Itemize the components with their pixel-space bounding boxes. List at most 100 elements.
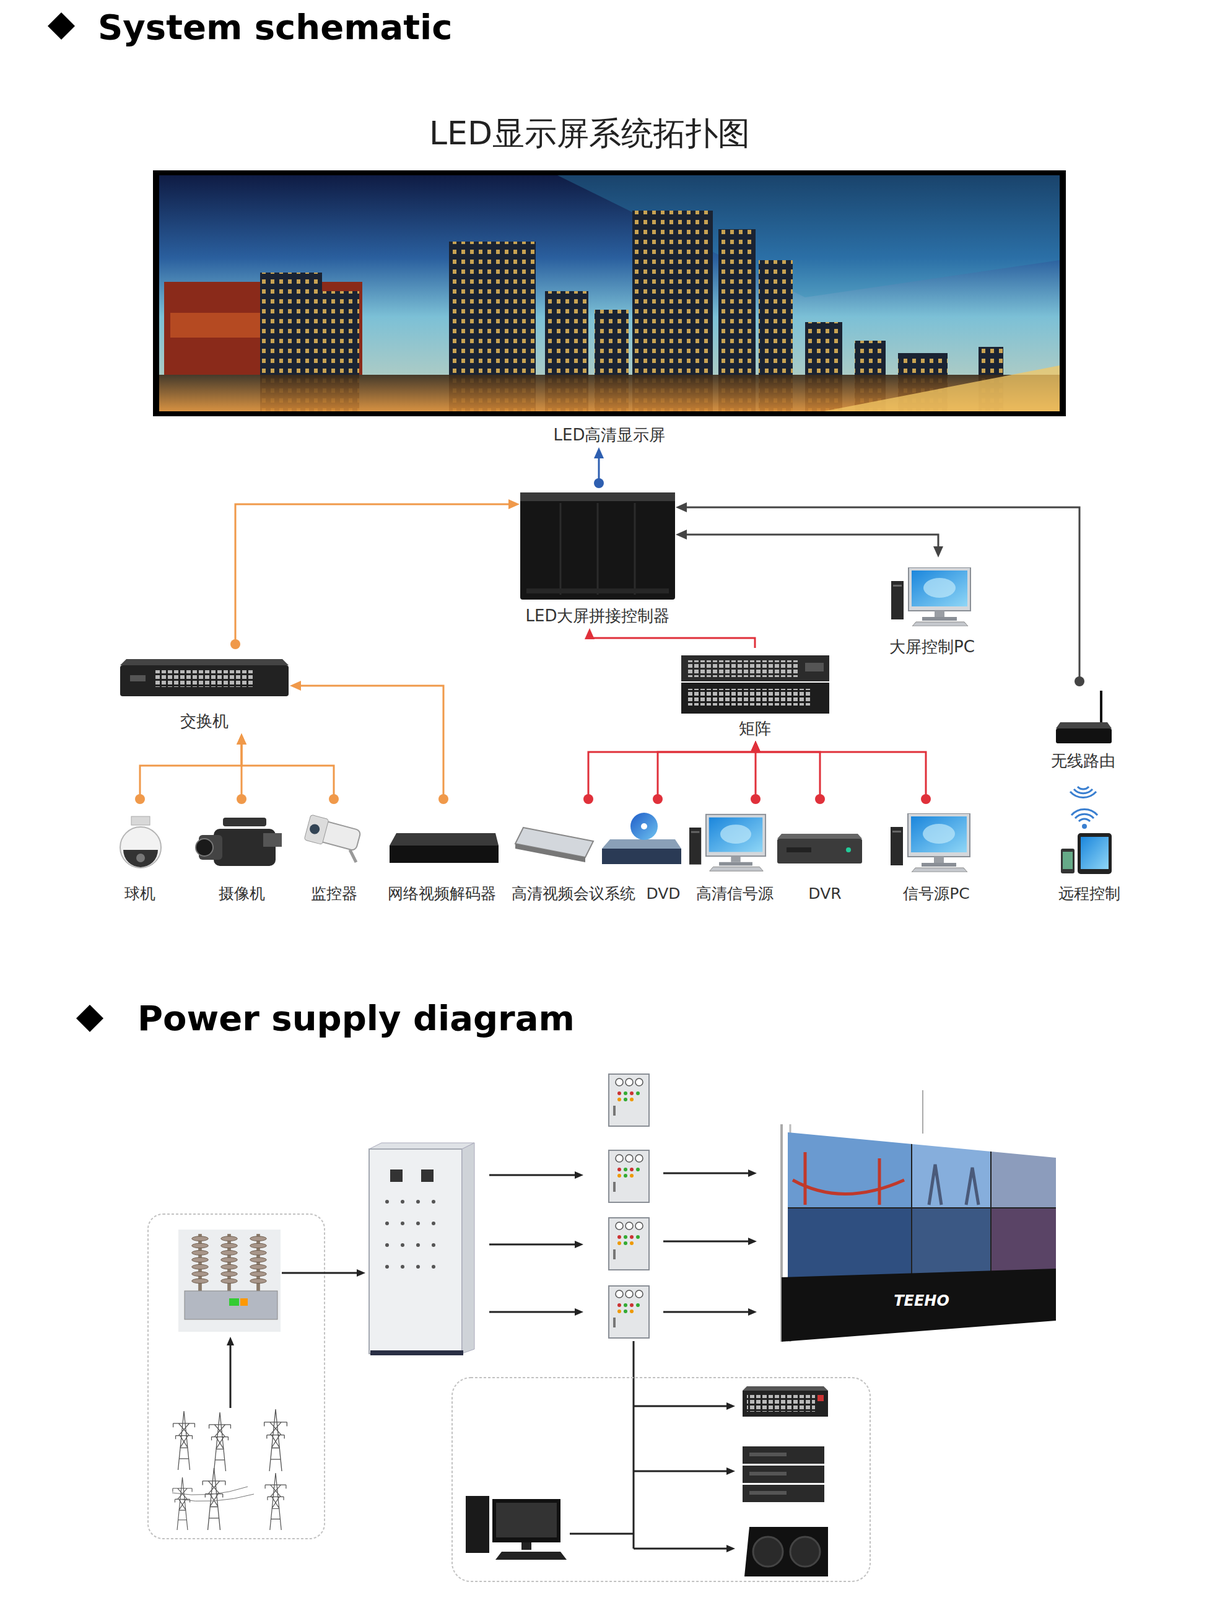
camcorder-picture — [195, 817, 282, 866]
arrow-head — [750, 740, 761, 752]
arrow-head — [750, 740, 761, 752]
conference-picture — [515, 827, 594, 863]
device-label: 监控器 — [310, 885, 358, 903]
arrow-head — [750, 740, 761, 752]
device-node: 摄像机 — [198, 798, 285, 906]
connector — [652, 740, 761, 804]
connector — [236, 733, 339, 804]
connector-line — [755, 749, 926, 799]
connector-line — [588, 749, 756, 799]
connector-line — [657, 749, 756, 799]
connector-dot — [815, 793, 825, 804]
device-node: 远程控制 — [1052, 798, 1127, 906]
connector — [583, 740, 761, 804]
dvd-picture — [601, 812, 682, 864]
connector-dot — [1074, 676, 1085, 687]
dvr-picture — [777, 833, 863, 864]
diagram-title: LED显示屏系统拓扑图 — [429, 113, 750, 153]
connector-line — [589, 636, 755, 648]
connector — [230, 499, 520, 650]
router-picture — [1055, 690, 1112, 798]
device-node: 无线路由 — [1042, 681, 1124, 773]
arrow-head — [236, 733, 247, 745]
connector — [584, 627, 755, 648]
connector — [750, 740, 931, 804]
devices-group-frame — [452, 1377, 871, 1582]
connector-dot — [236, 793, 247, 804]
connector-line — [298, 685, 444, 799]
amplifier-picture — [742, 1446, 825, 1502]
device-label: 矩阵 — [738, 719, 772, 739]
arrow-head — [750, 740, 761, 752]
arrow-head — [236, 733, 247, 745]
device-node: 信号源PC — [896, 798, 977, 906]
decoder-picture — [389, 832, 499, 863]
dome-camera-picture — [120, 816, 162, 868]
computer-picture — [465, 1495, 567, 1560]
power-arrows — [226, 1169, 757, 1553]
connector-line — [754, 749, 757, 799]
connector-line — [241, 741, 334, 799]
device-label: 高清视频会议系统 — [511, 885, 636, 903]
logo-holder: TEEHO — [893, 1291, 950, 1310]
heading-bullet — [47, 12, 75, 40]
connector-dot — [593, 478, 604, 489]
connector — [750, 740, 825, 804]
device-node: 高清信号源 — [691, 798, 779, 906]
device-node: 监控器 — [293, 798, 375, 906]
switch-picture — [120, 658, 289, 697]
device-label: 摄像机 — [218, 885, 266, 903]
section-heading: System schematic — [97, 6, 453, 48]
matrix-device-picture — [742, 1386, 829, 1417]
device-label: DVD — [645, 885, 681, 903]
title-holder: LED显示屏系统拓扑图 — [429, 113, 750, 153]
device-node: 球机 — [105, 798, 175, 906]
arrow-head — [289, 680, 301, 691]
device-label: 远程控制 — [1058, 885, 1121, 903]
device-node: LED大屏拼接控制器 — [519, 483, 676, 628]
cabinet-picture — [369, 1142, 475, 1356]
connector-dot — [135, 793, 145, 804]
connector — [675, 502, 1085, 687]
device-label: 信号源PC — [902, 885, 970, 903]
arrow-head — [933, 546, 944, 558]
device-label: DVR — [808, 885, 842, 903]
device-node: LED高清显示屏 — [151, 170, 1068, 448]
connector — [675, 529, 944, 558]
arrow-head — [584, 627, 595, 640]
arrow-head — [675, 529, 687, 540]
section-heading: Power supply diagram — [137, 997, 575, 1039]
connector — [236, 733, 247, 804]
arrow-head — [675, 502, 687, 513]
device-node: 网络视频解码器 — [382, 798, 502, 906]
led-screen-picture — [152, 170, 1066, 417]
grid-group-frame — [148, 1213, 325, 1539]
device-label: 球机 — [124, 885, 156, 903]
connector — [750, 740, 761, 804]
arrow-head — [750, 740, 761, 752]
remote-picture — [1060, 809, 1112, 874]
device-label: LED大屏拼接控制器 — [525, 606, 671, 626]
device-node: 矩阵 — [680, 647, 830, 741]
device-node: DVD — [640, 798, 685, 906]
device-label: 大屏控制PC — [889, 637, 975, 657]
device-label: LED高清显示屏 — [553, 426, 666, 445]
bullet-camera-picture — [304, 814, 362, 863]
device-label: 高清信号源 — [696, 885, 774, 903]
device-node: 高清视频会议系统 — [506, 798, 641, 906]
connector — [135, 733, 247, 804]
connector-line — [755, 749, 820, 799]
connector — [593, 447, 604, 489]
connector-line — [139, 741, 242, 799]
device-label: 无线路由 — [1050, 751, 1116, 771]
logo-text: TEEHO — [893, 1291, 950, 1310]
device-node: 交换机 — [118, 644, 290, 734]
connector-dot — [230, 639, 241, 650]
speaker-picture — [744, 1526, 829, 1577]
connector-dot — [438, 793, 449, 804]
arrow-head — [236, 733, 247, 745]
connector-dot — [652, 793, 663, 804]
